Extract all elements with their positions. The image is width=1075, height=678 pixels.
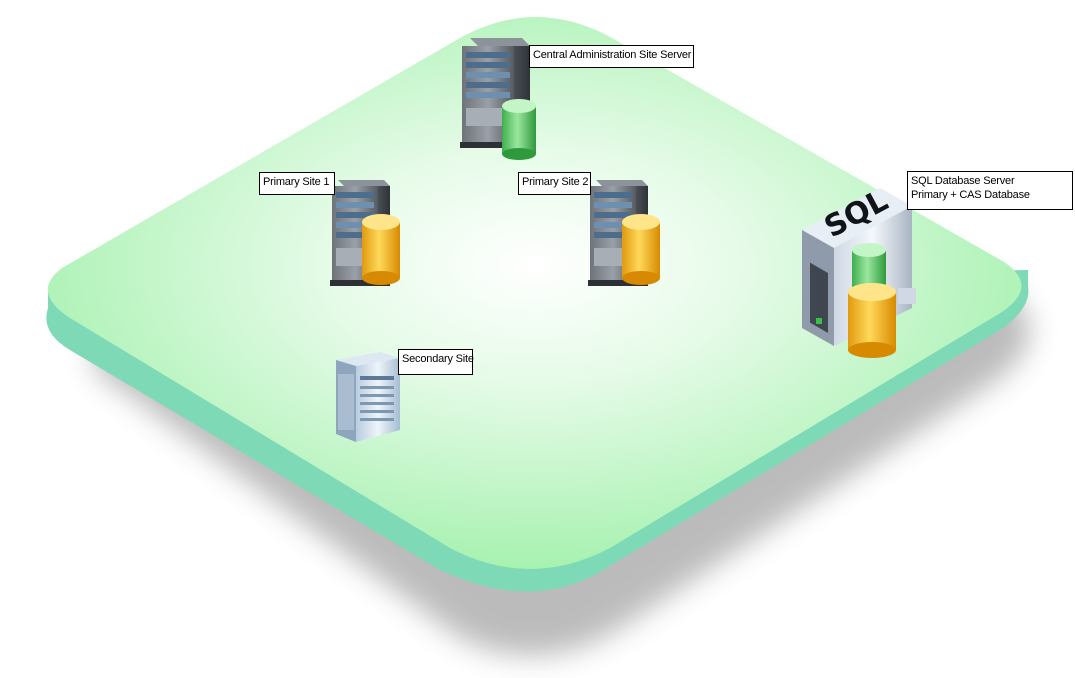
sql-database-server-label-line2: Primary + CAS Database xyxy=(911,189,1030,201)
platform xyxy=(47,17,1022,569)
database-cylinder-icon xyxy=(502,99,536,160)
database-cylinder-icon xyxy=(622,214,660,285)
database-cylinder-icon xyxy=(848,283,896,358)
sql-database-server-label: SQL Database Server Primary + CAS Databa… xyxy=(907,171,1073,210)
database-cylinder-icon xyxy=(362,214,400,285)
primary-site-2-label-text: Primary Site 2 xyxy=(522,176,589,188)
cas-server-label: Central Administration Site Server xyxy=(529,45,694,68)
cas-server-label-text: Central Administration Site Server xyxy=(533,49,692,61)
secondary-site-label-text: Secondary Site xyxy=(402,353,474,365)
primary-site-1-label: Primary Site 1 xyxy=(259,172,335,195)
primary-site-2-label: Primary Site 2 xyxy=(518,172,591,195)
sql-database-server-label-line1: SQL Database Server xyxy=(911,175,1015,187)
primary-site-1-label-text: Primary Site 1 xyxy=(263,176,330,188)
white-server-icon xyxy=(336,352,400,442)
secondary-site-label: Secondary Site xyxy=(398,349,474,375)
